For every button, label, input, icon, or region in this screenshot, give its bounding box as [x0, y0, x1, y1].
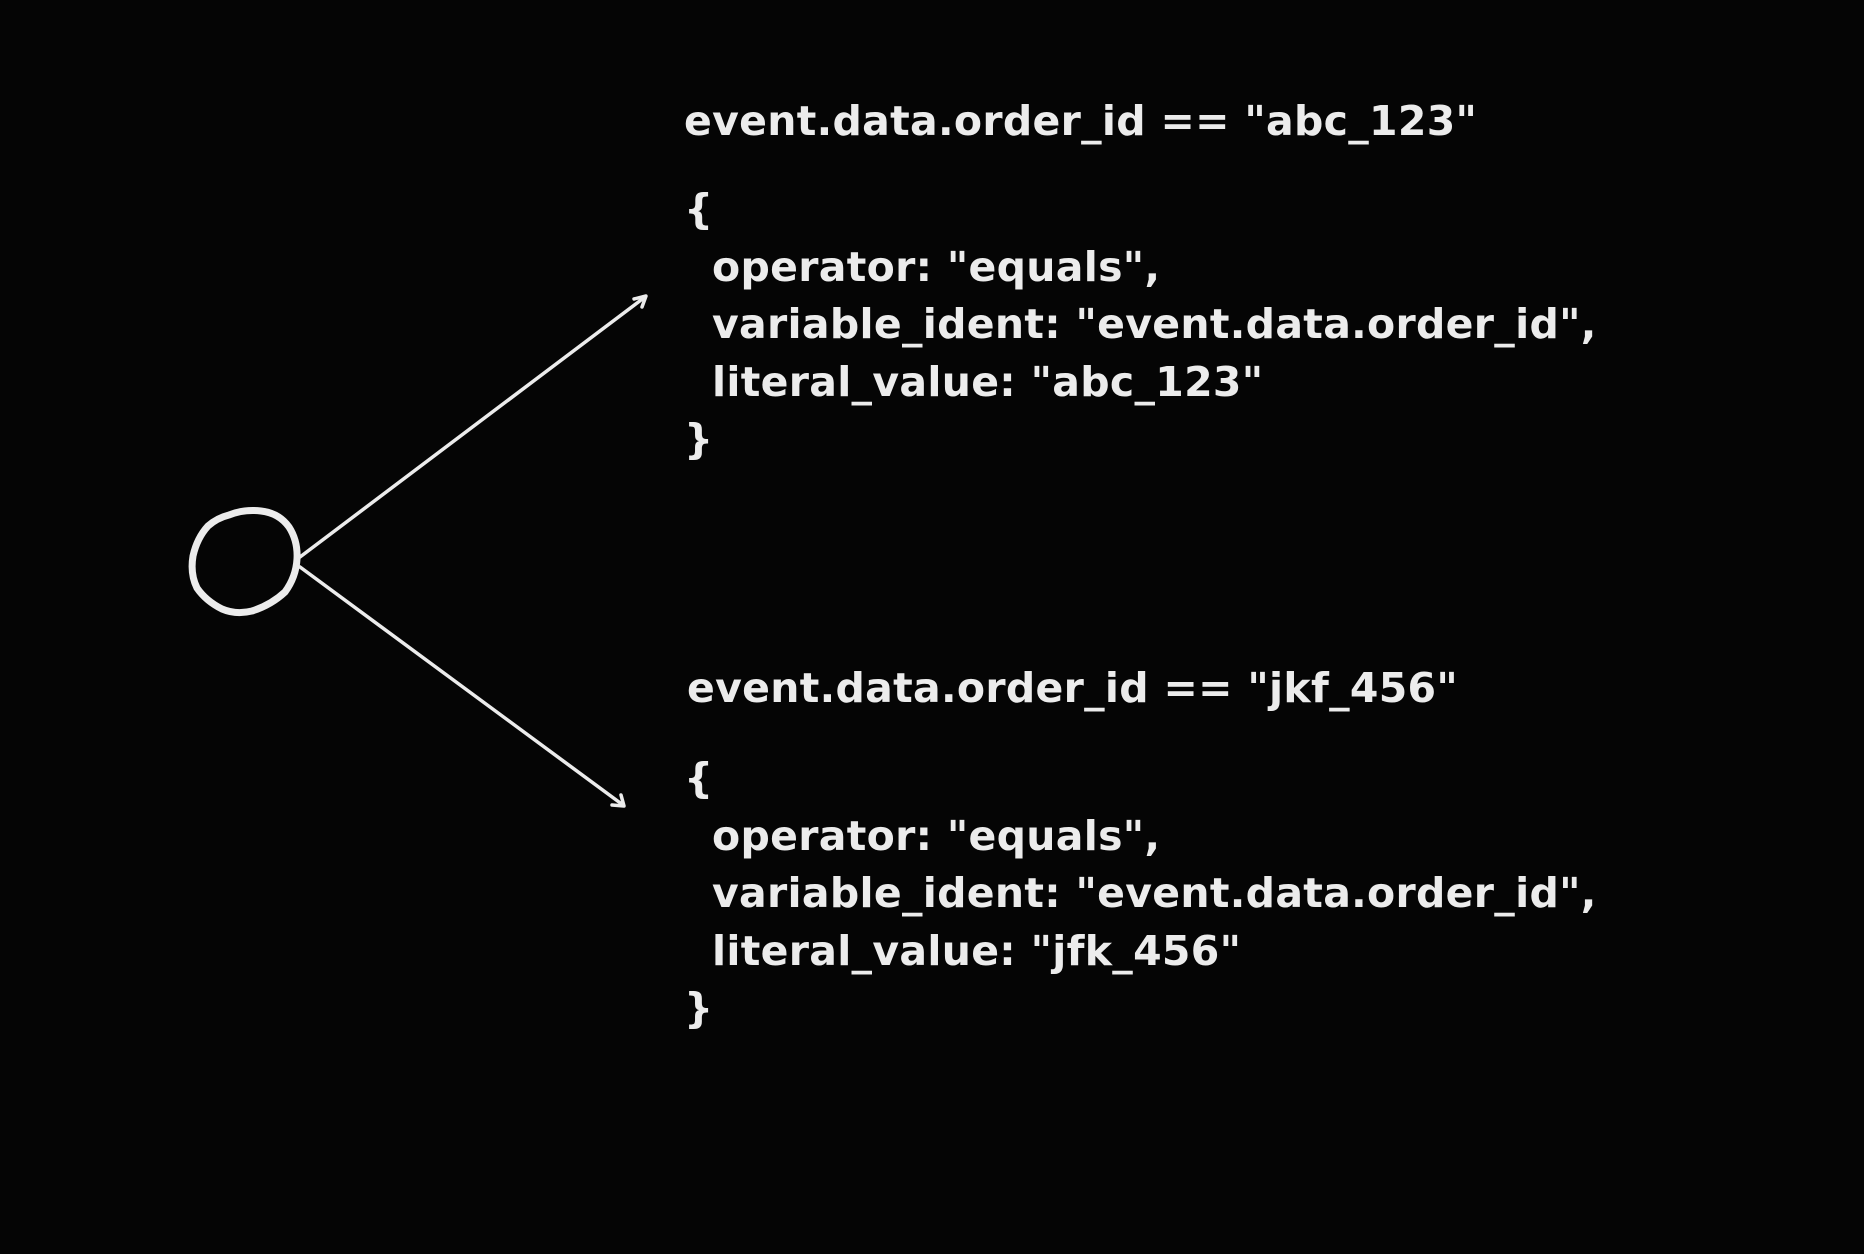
operator-line: operator: "equals",	[712, 811, 1161, 860]
arrow-to-bottom-branch	[298, 565, 626, 808]
literal-value-line: literal_value: "jfk_456"	[712, 926, 1242, 975]
close-brace: }	[684, 415, 714, 463]
octagon-node-icon[interactable]	[188, 507, 301, 617]
condition-expression-top: event.data.order_id == "abc_123"	[684, 97, 1478, 145]
open-brace: {	[684, 754, 714, 802]
variable-ident-line: variable_ident: "event.data.order_id",	[712, 869, 1597, 917]
condition-expression-bottom: event.data.order_id == "jkf_456"	[687, 664, 1459, 712]
open-brace: {	[684, 185, 714, 233]
arrow-to-top-branch	[298, 294, 648, 559]
close-brace: }	[684, 984, 714, 1032]
literal-value-line: literal_value: "abc_123"	[712, 357, 1264, 406]
operator-line: operator: "equals",	[712, 242, 1161, 291]
condition-object-bottom: { operator: "equals", variable_ident: "e…	[684, 750, 1597, 1038]
condition-object-top: { operator: "equals", variable_ident: "e…	[684, 181, 1597, 469]
variable-ident-line: variable_ident: "event.data.order_id",	[712, 300, 1597, 348]
